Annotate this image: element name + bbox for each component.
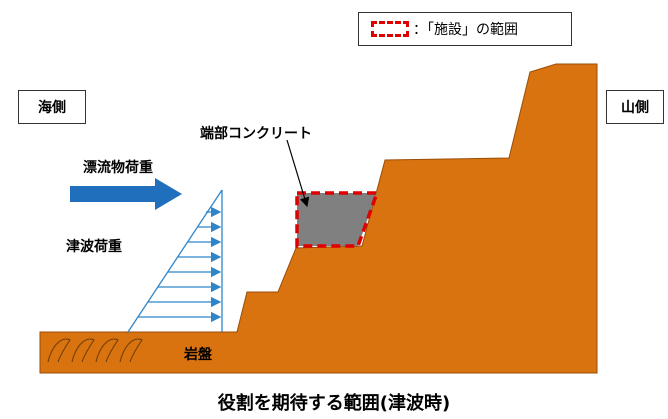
drift-load-label: 漂流物荷重 [83,160,153,176]
sea-side-label: 海側 [18,90,86,124]
end-concrete-block [295,191,380,248]
legend-text: ：「施設」の範囲 [413,22,518,38]
end-concrete-leader [286,139,310,208]
diagram-caption: 役割を期待する範囲(津波時) [217,393,451,414]
bedrock-label: 岩盤 [184,347,212,363]
legend-box: ：「施設」の範囲 [358,12,572,46]
legend-swatch [371,21,409,37]
mountain-side-label: 山側 [606,90,664,124]
bedrock-hatching [47,338,143,363]
end-concrete-label: 端部コンクリート [200,126,312,142]
ground-slope [39,63,598,374]
drift-load-arrow [70,178,182,210]
tsunami-load-diagram [127,189,223,333]
tsunami-load-label: 津波荷重 [66,239,122,255]
